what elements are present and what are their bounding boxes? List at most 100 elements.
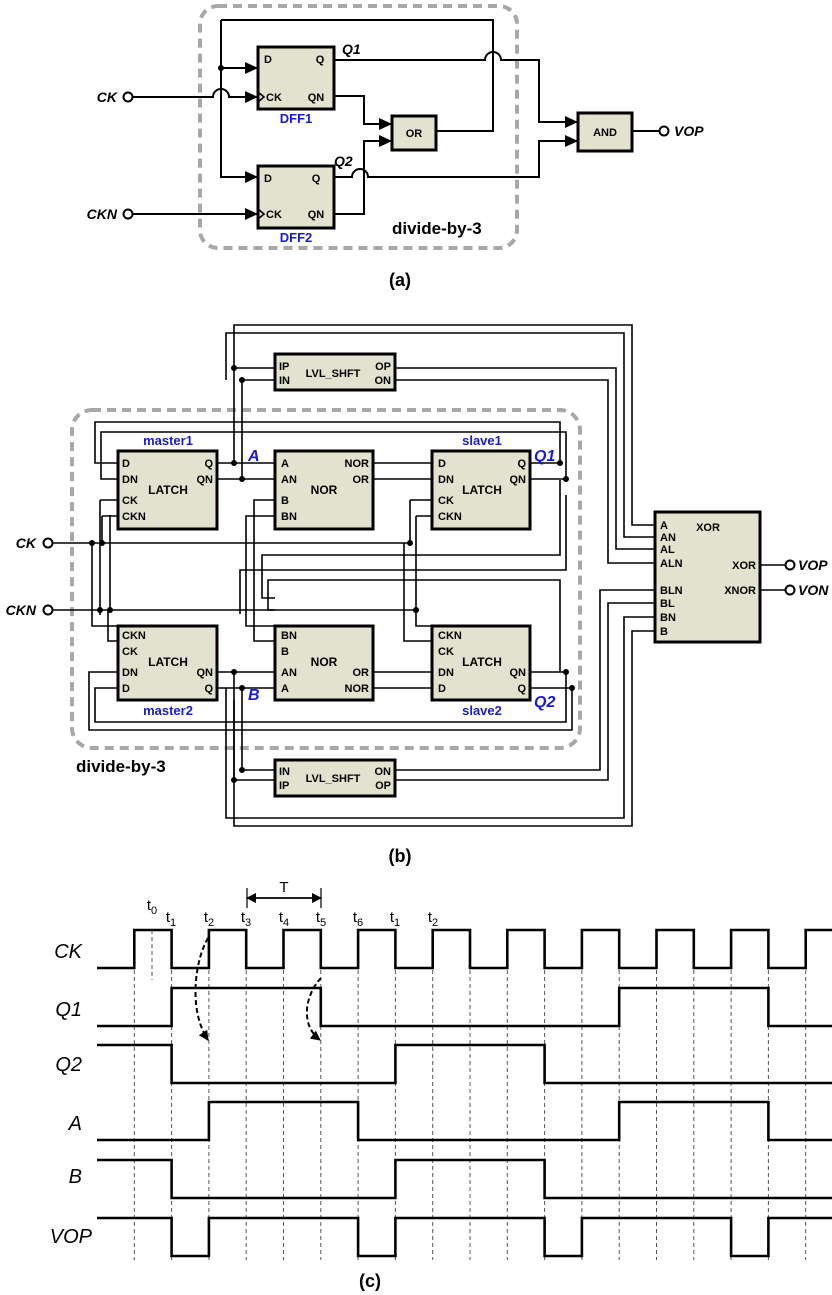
- signal-label-q1: Q1: [55, 999, 82, 1021]
- dff2-block: D CK Q QN: [256, 164, 336, 230]
- q2-wire: [334, 140, 578, 178]
- svg-text:AND: AND: [593, 127, 617, 139]
- svg-text:DN: DN: [122, 667, 138, 679]
- vop-pin-b: [784, 559, 796, 571]
- svg-text:D: D: [122, 683, 130, 695]
- caption-c: (c): [359, 1271, 381, 1291]
- svg-text:XNOR: XNOR: [724, 585, 756, 597]
- svg-text:Q: Q: [316, 54, 325, 66]
- svg-text:NOR: NOR: [345, 458, 370, 470]
- xor-block: A AN AL ALN BLN BL BN B XOR XOR XNOR: [653, 510, 762, 644]
- ckn-label-a: CKN: [87, 206, 118, 222]
- svg-text:CK: CK: [438, 646, 454, 658]
- period-label: T: [279, 879, 288, 896]
- svg-text:CKN: CKN: [438, 630, 462, 642]
- q1-wire: [334, 51, 578, 123]
- svg-text:CKN: CKN: [122, 511, 146, 523]
- svg-text:BLN: BLN: [660, 585, 683, 597]
- svg-text:OP: OP: [375, 780, 391, 792]
- q1-label-a: Q1: [342, 41, 361, 57]
- svg-text:DN: DN: [438, 667, 454, 679]
- svg-text:Q: Q: [204, 458, 213, 470]
- svg-text:XOR: XOR: [696, 522, 720, 534]
- svg-text:D: D: [438, 683, 446, 695]
- svg-text:OP: OP: [375, 361, 391, 373]
- timing-waveforms: [97, 928, 832, 1258]
- time-label: t1: [390, 909, 400, 929]
- nor1-block: A AN B BN NOR OR NOR: [273, 449, 375, 531]
- master2-latch: CKN CK DN D QN Q LATCH: [116, 624, 219, 702]
- waveform-vop: [97, 1216, 832, 1258]
- svg-text:OR: OR: [353, 474, 370, 486]
- svg-text:LVL_SHFT: LVL_SHFT: [306, 368, 361, 380]
- von-pin-b: [784, 584, 796, 596]
- svg-text:CK: CK: [122, 495, 138, 507]
- svg-text:LATCH: LATCH: [462, 483, 502, 497]
- svg-text:NOR: NOR: [311, 655, 338, 669]
- svg-text:QN: QN: [197, 474, 214, 486]
- svg-text:Q: Q: [517, 458, 526, 470]
- b-to-vop-arrow: [305, 977, 322, 1041]
- caption-a: (a): [389, 270, 411, 290]
- signal-label-vop: VOP: [50, 1226, 93, 1248]
- svg-text:AL: AL: [660, 544, 675, 556]
- period-marker: T: [246, 879, 322, 908]
- svg-text:CK: CK: [266, 209, 282, 221]
- ckn-pin-b: [42, 604, 54, 616]
- svg-text:OR: OR: [406, 128, 423, 140]
- svg-text:ON: ON: [375, 375, 392, 387]
- svg-text:NOR: NOR: [311, 483, 338, 497]
- svg-text:QN: QN: [197, 667, 214, 679]
- time-label: t4: [279, 909, 289, 929]
- signal-label-ck: CK: [54, 941, 83, 963]
- svg-text:B: B: [281, 495, 289, 507]
- caption-b: (b): [389, 846, 412, 866]
- ck-label-b: CK: [16, 535, 37, 551]
- slave2-label: slave2: [462, 703, 502, 718]
- time-label: t5: [316, 909, 326, 929]
- svg-text:XOR: XOR: [732, 560, 756, 572]
- svg-text:D: D: [438, 458, 446, 470]
- a-to-vop-arrow: [194, 937, 209, 1041]
- nor2-block: BN B AN A OR NOR NOR: [273, 624, 375, 702]
- svg-text:AN: AN: [281, 474, 297, 486]
- net-q2-label: Q2: [534, 694, 555, 711]
- junction-dots-b: [89, 365, 575, 783]
- time-label: t3: [241, 909, 251, 929]
- waveform-q2: [97, 1043, 832, 1085]
- input-arrows-a: [245, 62, 578, 220]
- slave1-latch: D DN CK CKN Q QN LATCH: [430, 449, 532, 531]
- svg-text:CK: CK: [266, 92, 282, 104]
- ckn-pin-a: [122, 208, 134, 220]
- part-b-schematic: IP IN LVL_SHFT OP ON IN IP LVL_SHFT ON O…: [6, 324, 829, 866]
- svg-text:BL: BL: [660, 598, 675, 610]
- svg-text:D: D: [264, 54, 272, 66]
- waveform-q1: [97, 986, 832, 1028]
- and-gate-block: AND: [576, 111, 634, 153]
- signal-label-b: B: [69, 1166, 82, 1188]
- svg-text:A: A: [660, 520, 668, 532]
- q2-label-a: Q2: [334, 153, 353, 169]
- waveform-ck: [97, 928, 832, 970]
- svg-text:QN: QN: [308, 209, 325, 221]
- svg-text:LATCH: LATCH: [148, 483, 188, 497]
- ck-pin-a: [122, 91, 134, 103]
- time-label: t1: [166, 909, 176, 929]
- svg-text:IP: IP: [279, 361, 289, 373]
- net-a-label: A: [247, 448, 260, 465]
- ck-pin-b: [42, 537, 54, 549]
- svg-text:CKN: CKN: [438, 511, 462, 523]
- svg-text:CK: CK: [122, 646, 138, 658]
- svg-text:IN: IN: [279, 766, 290, 778]
- svg-text:QN: QN: [308, 92, 325, 104]
- time-label: t0: [147, 897, 157, 917]
- svg-text:B: B: [281, 646, 289, 658]
- waveform-a: [97, 1100, 832, 1142]
- svg-text:B: B: [660, 626, 668, 638]
- svg-text:ALN: ALN: [660, 558, 683, 570]
- time-label: t2: [428, 909, 438, 929]
- signal-label-a: A: [68, 1113, 82, 1135]
- svg-text:QN: QN: [510, 474, 527, 486]
- divide-by-3-label-a: divide-by-3: [392, 219, 482, 238]
- svg-text:BN: BN: [281, 630, 297, 642]
